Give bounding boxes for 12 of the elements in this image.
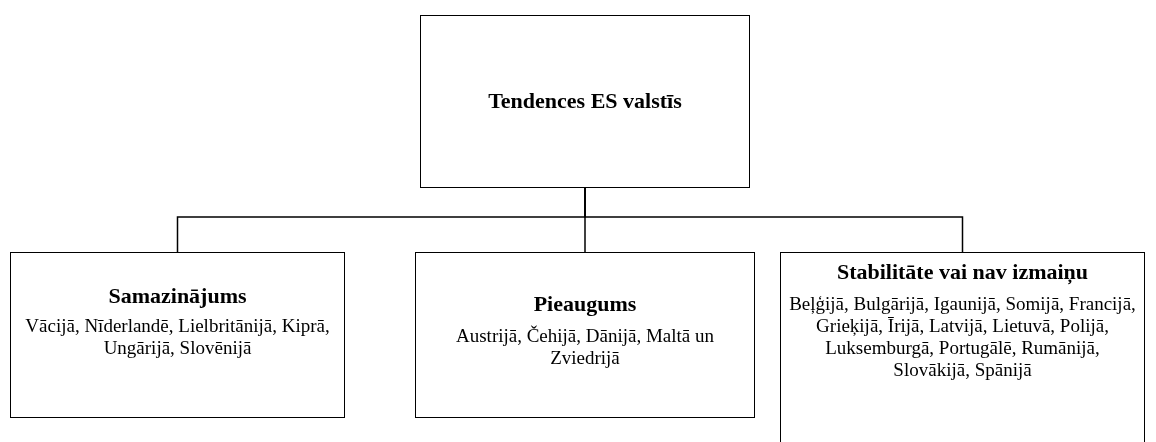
heading-text: Stabilitāte vai nav izmaiņu	[836, 259, 1089, 286]
country-list: Beļģijā, Bulgārijā, Igaunijā, Somijā, Francijā, Grieķijā, Īrijā, Latvijā, Lietuvā, Polijā, Luksemburgā, Portugālē, Rumānijā, Slovākijā, Spānijā	[785, 293, 1140, 381]
heading-text: Pieaugums	[533, 291, 637, 318]
country-list: Vācijā, Nīderlandē, Lielbritānijā, Kiprā, Ungārijā, Slovēnijā	[21, 315, 334, 360]
category-box	[415, 252, 755, 418]
country-list: Austrijā, Čehijā, Dānijā, Maltā un Zviedrijā	[420, 325, 750, 370]
category-box	[420, 15, 750, 188]
heading-text: Samazinājums	[108, 283, 247, 310]
category-box	[10, 252, 345, 418]
category-box	[780, 252, 1145, 442]
heading-text: Tendences ES valstīs	[488, 87, 682, 116]
connector-line	[584, 187, 964, 253]
